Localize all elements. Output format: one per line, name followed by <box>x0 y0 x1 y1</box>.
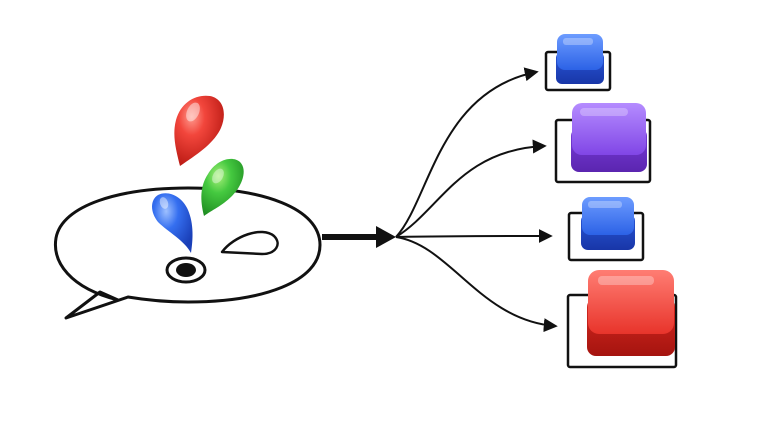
eye-icon <box>165 256 207 284</box>
drop-outline-icon <box>220 230 279 256</box>
speech-bubble <box>53 186 322 320</box>
output-box-purple <box>554 103 652 184</box>
output-box-blue-1 <box>544 34 612 92</box>
blue-drop-icon <box>152 193 193 253</box>
output-box-red <box>566 270 678 369</box>
branch-arrow-4 <box>395 236 558 333</box>
branch-arrow-2 <box>395 139 547 238</box>
branch-arrow-3 <box>395 229 553 244</box>
green-drop-icon <box>201 158 244 216</box>
main-arrow <box>322 226 396 248</box>
output-box-blue-2 <box>567 197 645 262</box>
branch-arrows <box>395 67 558 333</box>
branch-arrow-1 <box>395 67 539 238</box>
red-drop-icon <box>174 95 224 166</box>
